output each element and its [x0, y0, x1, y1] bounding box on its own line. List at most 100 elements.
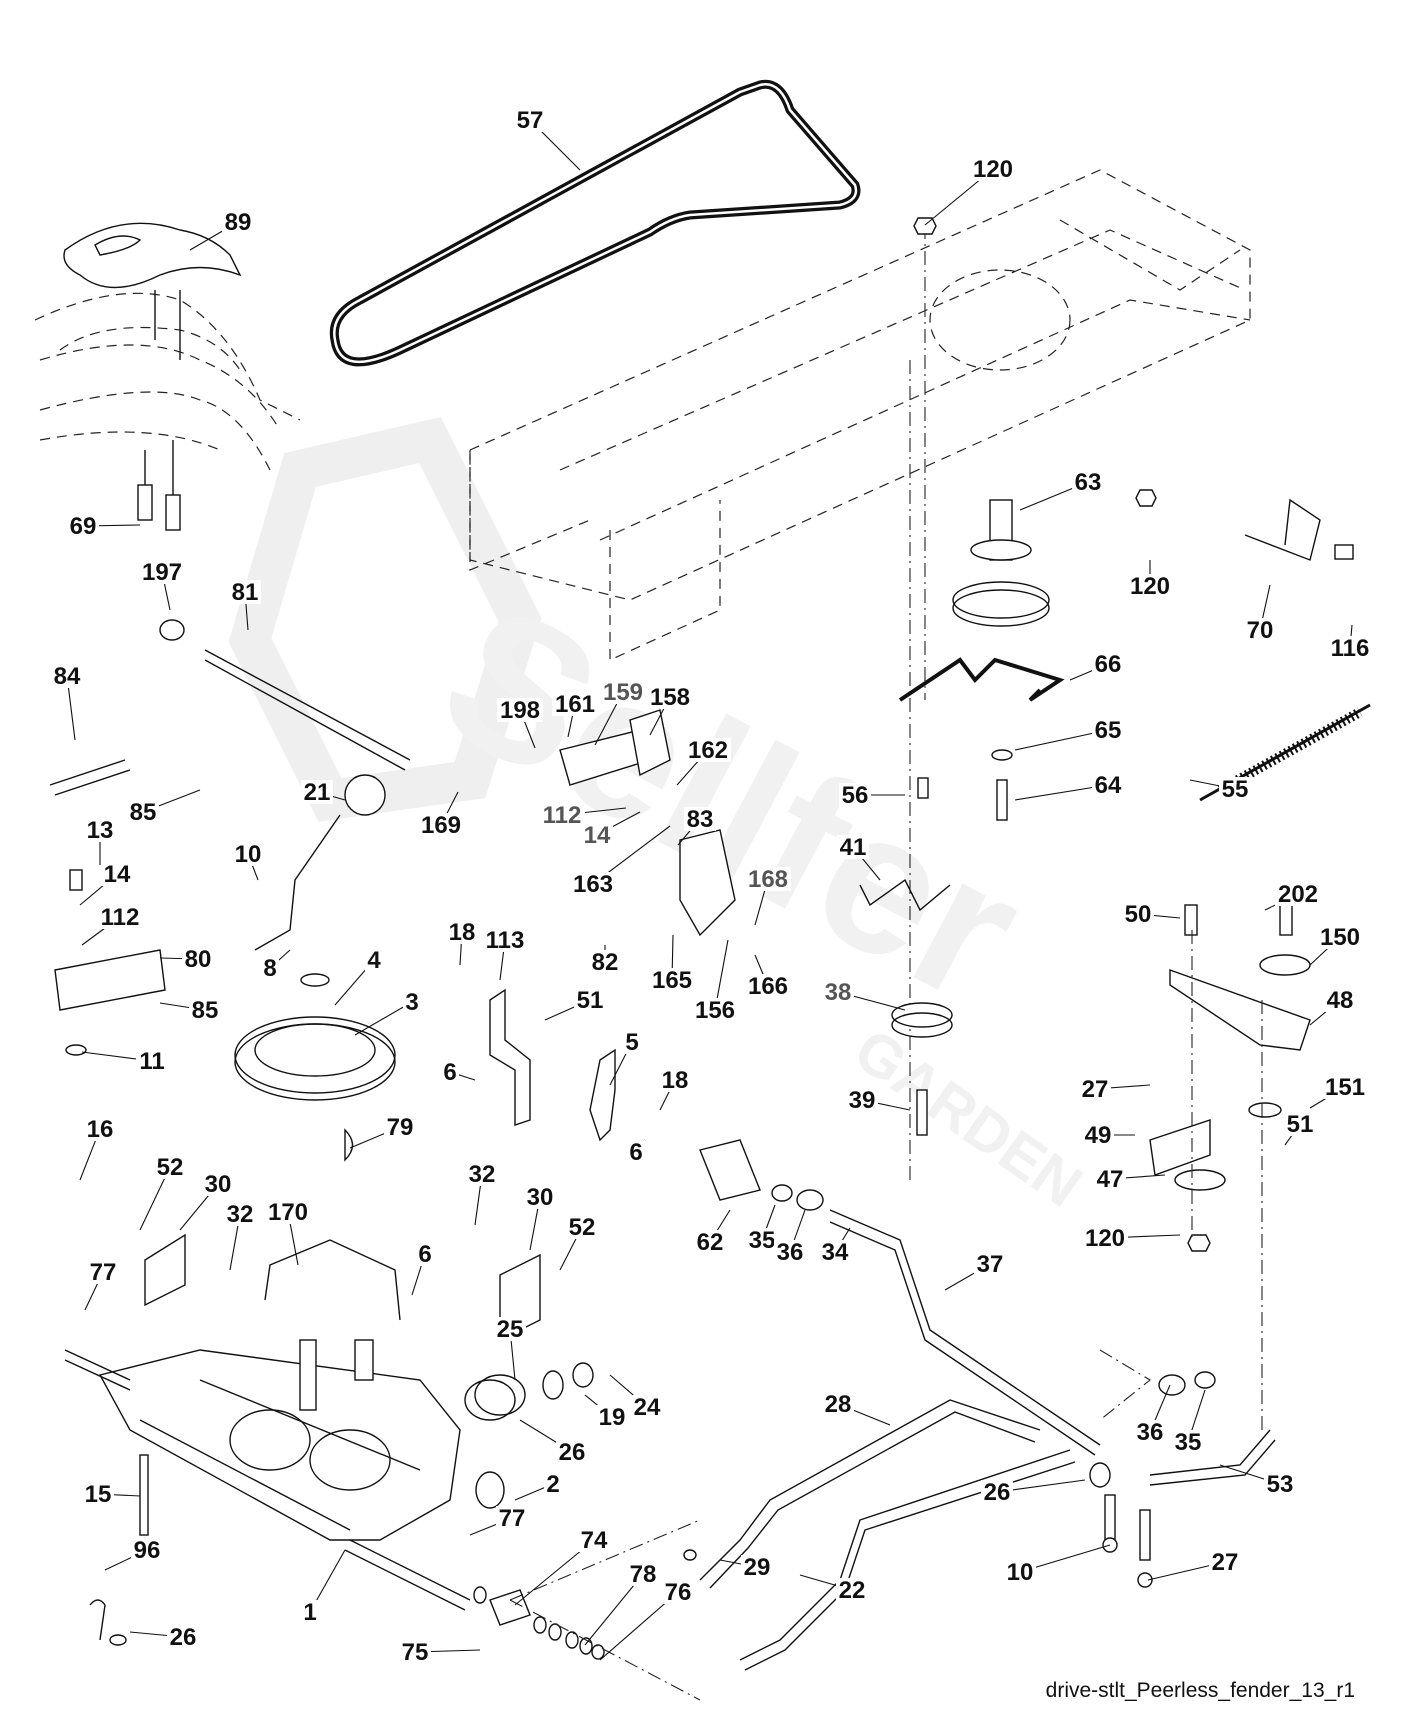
part-number-label[interactable]: 13 — [87, 817, 114, 844]
callout-120[interactable]: 120 — [1127, 560, 1173, 600]
part-number-label[interactable]: 49 — [1085, 1122, 1112, 1149]
part-number-label[interactable]: 18 — [449, 919, 476, 946]
callout-38[interactable]: 38 — [822, 979, 906, 1011]
callout-47[interactable]: 47 — [1094, 1166, 1166, 1193]
callout-6[interactable]: 6 — [441, 1059, 476, 1086]
part-number-label[interactable]: 112 — [101, 904, 140, 931]
part-number-label[interactable]: 14 — [584, 822, 611, 849]
callout-120[interactable]: 120 — [1082, 1225, 1181, 1252]
callout-8[interactable]: 8 — [261, 949, 291, 982]
callout-64[interactable]: 64 — [1014, 772, 1124, 801]
callout-120[interactable]: 120 — [924, 156, 1016, 226]
callout-66[interactable]: 66 — [1069, 651, 1124, 681]
callout-37[interactable]: 37 — [944, 1251, 1006, 1291]
part-number-label[interactable]: 26 — [170, 1624, 197, 1651]
part-number-label[interactable]: 120 — [1130, 573, 1170, 600]
part-number-label[interactable]: 120 — [1085, 1225, 1125, 1252]
callout-32[interactable]: 32 — [224, 1201, 256, 1271]
callout-14[interactable]: 14 — [79, 861, 133, 906]
callout-82[interactable]: 82 — [589, 945, 621, 976]
part-number-label[interactable]: 62 — [697, 1229, 724, 1256]
callout-84[interactable]: 84 — [51, 663, 83, 741]
callout-6[interactable]: 6 — [627, 1139, 646, 1166]
callout-166[interactable]: 166 — [745, 954, 791, 1000]
part-number-label[interactable]: 96 — [134, 1537, 161, 1564]
part-number-label[interactable]: 10 — [235, 841, 262, 868]
part-number-label[interactable]: 77 — [90, 1259, 117, 1286]
callout-26[interactable]: 26 — [981, 1479, 1086, 1506]
callout-70[interactable]: 70 — [1244, 584, 1276, 644]
part-number-label[interactable]: 202 — [1278, 881, 1318, 908]
callout-75[interactable]: 75 — [399, 1639, 481, 1666]
callout-112[interactable]: 112 — [81, 904, 143, 946]
callout-22[interactable]: 22 — [799, 1574, 868, 1604]
part-number-label[interactable]: 30 — [205, 1171, 232, 1198]
part-number-label[interactable]: 198 — [500, 697, 540, 724]
part-number-label[interactable]: 18 — [662, 1067, 689, 1094]
callout-80[interactable]: 80 — [159, 946, 214, 973]
part-number-label[interactable]: 25 — [497, 1316, 524, 1343]
callout-2[interactable]: 2 — [514, 1471, 562, 1501]
part-number-label[interactable]: 28 — [825, 1391, 852, 1418]
callout-35[interactable]: 35 — [746, 1204, 778, 1254]
part-number-label[interactable]: 166 — [748, 973, 788, 1000]
callout-55[interactable]: 55 — [1189, 776, 1251, 803]
callout-6[interactable]: 6 — [411, 1241, 434, 1296]
callout-52[interactable]: 52 — [559, 1214, 598, 1271]
part-number-label[interactable]: 6 — [443, 1059, 456, 1086]
part-number-label[interactable]: 161 — [555, 691, 595, 718]
callout-39[interactable]: 39 — [846, 1087, 911, 1114]
part-number-label[interactable]: 81 — [232, 579, 259, 606]
callout-5[interactable]: 5 — [609, 1029, 641, 1086]
part-number-label[interactable]: 55 — [1222, 776, 1249, 803]
callout-89[interactable]: 89 — [189, 209, 254, 251]
part-number-label[interactable]: 41 — [840, 834, 867, 861]
part-number-label[interactable]: 27 — [1082, 1076, 1109, 1103]
callout-15[interactable]: 15 — [82, 1481, 141, 1508]
part-number-label[interactable]: 165 — [652, 967, 692, 994]
callout-77[interactable]: 77 — [84, 1259, 119, 1311]
callout-18[interactable]: 18 — [659, 1067, 691, 1111]
callout-69[interactable]: 69 — [67, 513, 141, 540]
part-number-label[interactable]: 158 — [650, 684, 690, 711]
part-number-label[interactable]: 24 — [634, 1394, 661, 1421]
part-number-label[interactable]: 34 — [822, 1239, 849, 1266]
callout-165[interactable]: 165 — [649, 934, 695, 994]
callout-63[interactable]: 63 — [1019, 469, 1104, 511]
part-number-label[interactable]: 150 — [1320, 924, 1360, 951]
part-number-label[interactable]: 1 — [303, 1599, 316, 1626]
callout-21[interactable]: 21 — [301, 779, 346, 806]
callout-159[interactable]: 159 — [594, 679, 646, 746]
callout-25[interactable]: 25 — [494, 1316, 526, 1381]
callout-170[interactable]: 170 — [265, 1199, 311, 1266]
part-number-label[interactable]: 78 — [630, 1561, 657, 1588]
callout-48[interactable]: 48 — [1309, 987, 1356, 1026]
callout-30[interactable]: 30 — [524, 1184, 556, 1251]
callout-96[interactable]: 96 — [104, 1537, 163, 1571]
part-number-label[interactable]: 37 — [977, 1251, 1004, 1278]
callout-156[interactable]: 156 — [692, 939, 738, 1024]
callout-3[interactable]: 3 — [354, 989, 421, 1036]
callout-28[interactable]: 28 — [822, 1391, 891, 1426]
callout-85[interactable]: 85 — [127, 789, 201, 826]
part-number-label[interactable]: 39 — [849, 1087, 876, 1114]
part-number-label[interactable]: 15 — [85, 1481, 112, 1508]
part-number-label[interactable]: 5 — [625, 1029, 638, 1056]
callout-79[interactable]: 79 — [349, 1114, 416, 1149]
callout-202[interactable]: 202 — [1264, 881, 1321, 911]
callout-78[interactable]: 78 — [584, 1561, 659, 1646]
part-number-label[interactable]: 36 — [1137, 1419, 1164, 1446]
part-number-label[interactable]: 80 — [185, 946, 212, 973]
callout-81[interactable]: 81 — [229, 579, 261, 631]
part-number-label[interactable]: 51 — [577, 987, 604, 1014]
part-number-label[interactable]: 85 — [130, 799, 157, 826]
callout-53[interactable]: 53 — [1219, 1464, 1296, 1498]
callout-50[interactable]: 50 — [1122, 901, 1181, 928]
part-number-label[interactable]: 113 — [486, 927, 525, 954]
part-number-label[interactable]: 89 — [225, 209, 252, 236]
part-number-label[interactable]: 162 — [688, 737, 728, 764]
part-number-label[interactable]: 168 — [748, 866, 788, 893]
part-number-label[interactable]: 52 — [569, 1214, 596, 1241]
part-number-label[interactable]: 19 — [599, 1404, 626, 1431]
callout-1[interactable]: 1 — [301, 1549, 346, 1626]
